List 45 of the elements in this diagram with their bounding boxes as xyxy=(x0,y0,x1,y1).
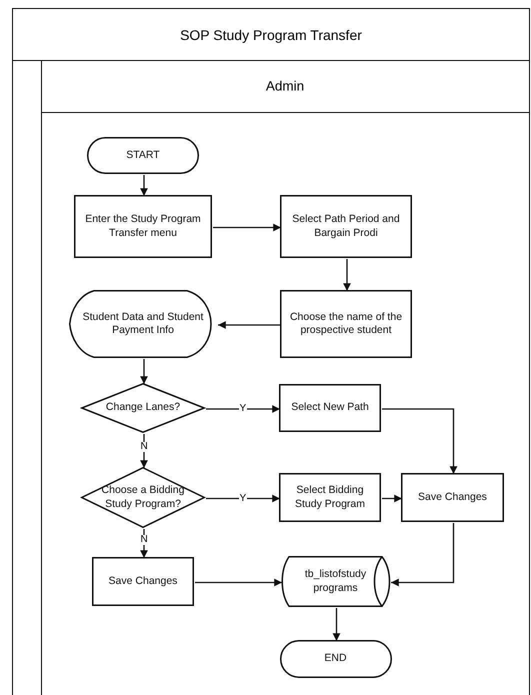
arrow xyxy=(382,408,458,474)
arrow xyxy=(140,529,148,558)
lane-title: Admin xyxy=(264,78,306,94)
process-box xyxy=(279,384,381,432)
arrow xyxy=(206,494,280,502)
process-box xyxy=(401,473,504,522)
process-box xyxy=(280,195,412,258)
arrow xyxy=(218,321,281,329)
edge-label: Y xyxy=(238,404,248,414)
node-label: Select New Path xyxy=(290,401,370,415)
arrow xyxy=(391,523,454,586)
arrow xyxy=(206,405,280,413)
decision-diamond xyxy=(81,383,205,433)
arrow xyxy=(332,608,340,641)
pool-title: SOP Study Program Transfer xyxy=(179,26,363,42)
node-label: Choose the name of the prospective student xyxy=(288,310,404,338)
terminator-shape xyxy=(87,137,199,174)
arrow xyxy=(195,578,282,586)
arrow xyxy=(140,359,148,384)
process-box xyxy=(92,557,194,606)
node-label: Save Changes xyxy=(108,574,178,588)
database-cylinder xyxy=(281,556,390,607)
process-box xyxy=(279,473,381,522)
arrow xyxy=(213,224,281,232)
process-box xyxy=(280,290,412,358)
terminator-shape xyxy=(280,640,392,678)
node-label: Save Changes xyxy=(417,490,488,504)
node-label: Student Data and Student Payment Info xyxy=(82,310,204,338)
arrow xyxy=(140,175,148,196)
edge-label: N xyxy=(140,534,149,544)
node-label: Change Lanes? xyxy=(104,401,182,415)
edge-label: Y xyxy=(238,494,248,504)
node-label: Choose a Bidding Study Program? xyxy=(100,484,186,511)
node-label: tb_listofstudy programs xyxy=(304,568,368,595)
node-label: Select Bidding Study Program xyxy=(294,484,366,511)
node-label: Select Path Period and Bargain Prodi xyxy=(291,213,401,240)
arrow xyxy=(140,434,148,468)
node-label: END xyxy=(323,652,348,666)
node-label: START xyxy=(125,148,161,162)
edge-label: N xyxy=(140,442,149,452)
decision-diamond xyxy=(81,467,205,528)
node-label: Enter the Study Program Transfer menu xyxy=(84,213,202,240)
arrow xyxy=(382,494,402,502)
process-box xyxy=(74,195,212,258)
arrow xyxy=(343,259,351,291)
